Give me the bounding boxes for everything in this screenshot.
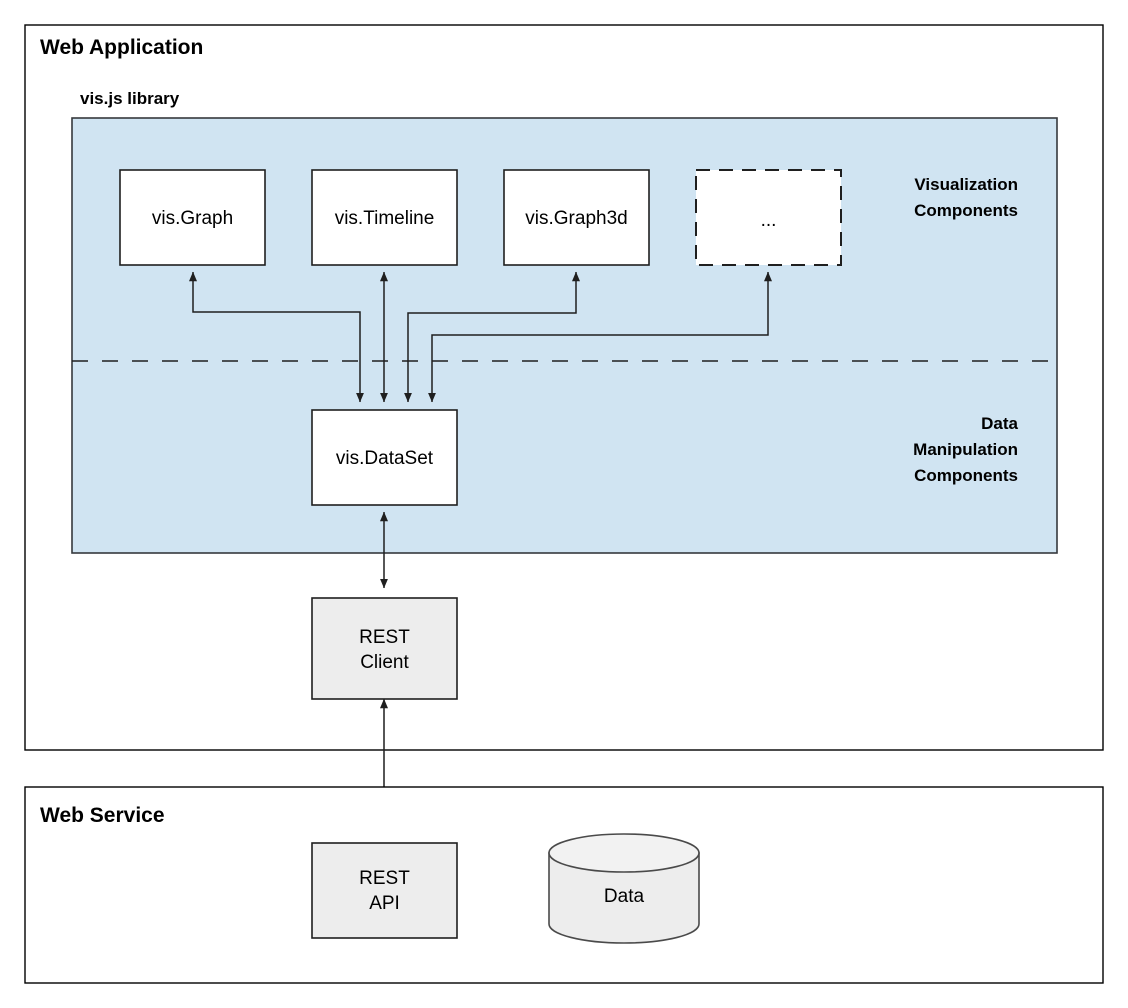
vis-more-box[interactable] [695, 169, 842, 266]
node-vis-graph3d[interactable]: vis.Graph3d [503, 169, 650, 266]
node-data-store[interactable]: Data [548, 833, 700, 944]
vis-dataset-box[interactable] [311, 409, 458, 506]
data-manipulation-line-1: Data [981, 414, 1018, 433]
connector-more-dataset [428, 271, 772, 403]
vis-more-label: ... [761, 210, 777, 231]
rest-api-label-line-2: API [369, 893, 400, 914]
data-manipulation-components-label: Data Manipulation Components [913, 414, 1018, 485]
rest-client-box[interactable] [311, 597, 458, 700]
vis-js-library-region: vis.js library [71, 89, 1058, 554]
vis-dataset-label: vis.DataSet [336, 448, 434, 469]
node-vis-timeline[interactable]: vis.Timeline [311, 169, 458, 266]
vis-graph-label: vis.Graph [152, 208, 233, 229]
data-manipulation-line-3: Components [914, 466, 1018, 485]
node-vis-graph[interactable]: vis.Graph [119, 169, 266, 266]
rest-api-label-line-1: REST [359, 868, 410, 889]
node-vis-more[interactable]: ... [695, 169, 842, 266]
rest-client-label-line-2: Client [360, 652, 409, 673]
node-rest-client[interactable]: REST Client [311, 597, 458, 700]
vis-js-library-title: vis.js library [80, 89, 180, 108]
visualization-components-label: Visualization Components [914, 175, 1018, 220]
node-vis-dataset[interactable]: vis.DataSet [311, 409, 458, 506]
data-store-cylinder-top [548, 833, 700, 873]
connector-vis-graph-dataset [189, 271, 364, 403]
data-store-label: Data [604, 886, 645, 907]
rest-api-box[interactable] [311, 842, 458, 939]
data-manipulation-line-2: Manipulation [913, 440, 1018, 459]
data-store-cylinder-body[interactable] [548, 852, 700, 944]
node-rest-api[interactable]: REST API [311, 842, 458, 939]
vis-timeline-label: vis.Timeline [335, 208, 435, 229]
visualization-components-line-1: Visualization [914, 175, 1018, 194]
vis-graph-box[interactable] [119, 169, 266, 266]
rest-client-label-line-1: REST [359, 627, 410, 648]
vis-timeline-box[interactable] [311, 169, 458, 266]
visualization-components-line-2: Components [914, 201, 1018, 220]
web-application-title: Web Application [40, 36, 203, 59]
vis-graph3d-label: vis.Graph3d [525, 208, 627, 229]
vis-graph3d-box[interactable] [503, 169, 650, 266]
web-service-title: Web Service [40, 804, 165, 827]
